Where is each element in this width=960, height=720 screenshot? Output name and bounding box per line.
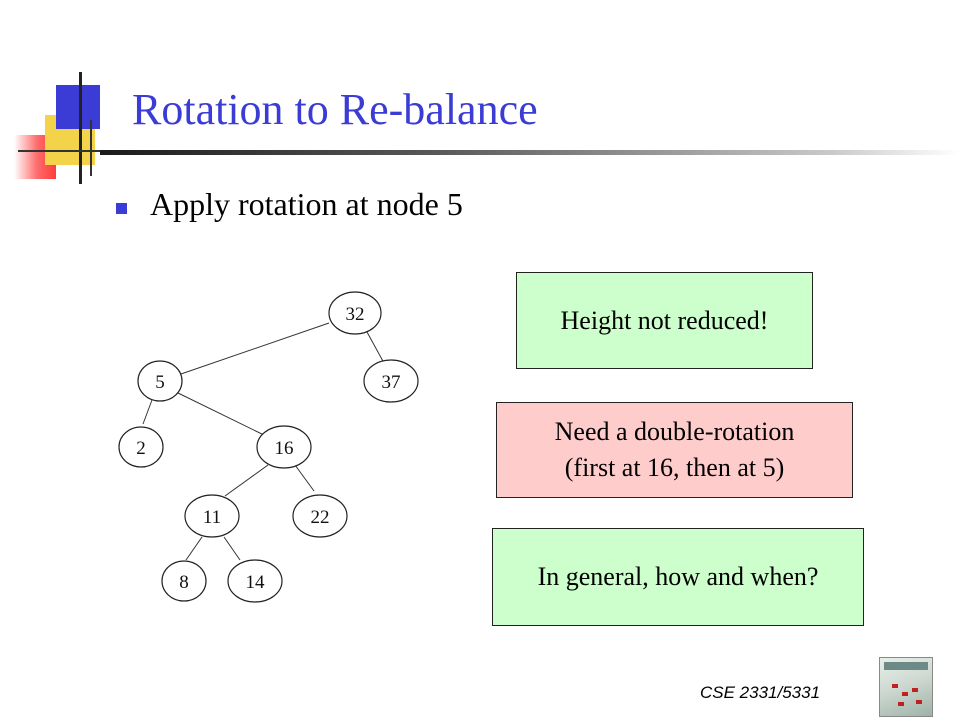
course-footer: CSE 2331/5331: [700, 683, 821, 702]
edge-5-2: [142, 399, 153, 425]
question-text: In general, how and when?: [537, 562, 819, 591]
logo-blue-square: [56, 85, 100, 129]
title-underline: [100, 150, 960, 155]
height-note-text: Height not reduced!: [560, 305, 769, 335]
height-note-box: Height not reduced!: [516, 272, 813, 369]
double-rotation-box: Need a double-rotation (first at 16, the…: [496, 402, 853, 498]
tree-label-32: 32: [346, 304, 365, 325]
double-rotation-line-1: Need a double-rotation: [554, 417, 795, 446]
tree-node-16: [256, 425, 312, 469]
textbook-cover-image: [879, 657, 933, 717]
tree-node-22: [292, 494, 348, 538]
tree-node-32: [328, 291, 382, 335]
slide-title: Rotation to Re-balance: [132, 85, 538, 134]
double-rotation-line-2: (first at 16, then at 5): [564, 453, 785, 482]
tree-label-8: 8: [179, 572, 189, 593]
edge-16-11: [224, 464, 269, 497]
logo-vertical-line-2: [90, 120, 92, 176]
edge-11-14: [223, 536, 241, 561]
tree-label-5: 5: [155, 372, 165, 393]
tree-node-37: [363, 359, 419, 403]
tree-node-11: [184, 494, 240, 538]
edge-16-22: [294, 464, 315, 492]
logo-horizontal-line: [18, 150, 104, 152]
edge-32-37: [366, 331, 385, 364]
tree-node-2: [118, 426, 164, 468]
tree-label-16: 16: [275, 438, 294, 459]
tree-label-22: 22: [311, 507, 330, 528]
tree-label-37: 37: [382, 372, 401, 393]
tree-node-5: [137, 360, 183, 402]
logo-vertical-line: [79, 72, 82, 184]
edge-5-16: [175, 391, 267, 437]
question-box: In general, how and when?: [492, 528, 864, 626]
tree-node-8: [161, 560, 207, 602]
bullet-marker: [116, 203, 127, 214]
bullet-text: Apply rotation at node 5: [150, 186, 463, 222]
tree-label-14: 14: [246, 572, 266, 593]
edge-32-5: [180, 322, 330, 375]
tree-label-2: 2: [136, 438, 146, 459]
tree-node-14: [227, 559, 283, 603]
tree-label-11: 11: [203, 507, 221, 528]
edge-11-8: [185, 536, 203, 561]
tree-edges: [142, 322, 385, 561]
